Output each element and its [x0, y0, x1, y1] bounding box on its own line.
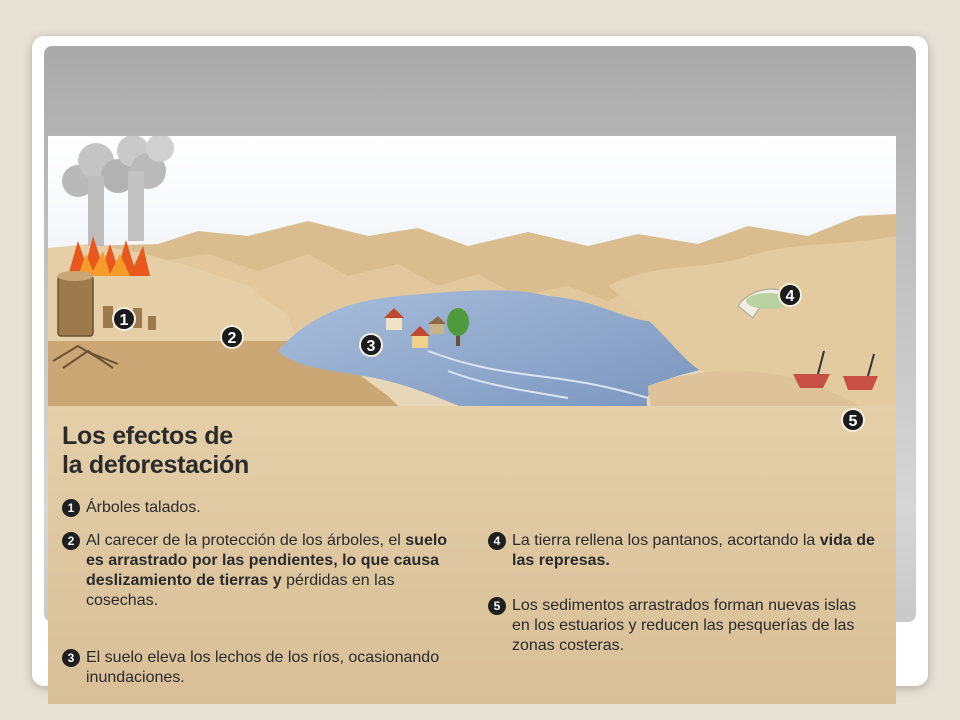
item-text-regular: Árboles talados.: [86, 499, 201, 516]
list-item-5: 5 Los sedimentos arrastrados forman nueva…: [488, 596, 878, 656]
item-text-bold: vida de las represas.: [512, 532, 875, 569]
item-text-regular: Los sedimentos arrastrados forman nuevas…: [512, 597, 857, 654]
item-text: Al carecer de la protección de los árbol…: [62, 531, 452, 611]
tree-stump: [57, 275, 94, 337]
tree-roots: [52, 344, 119, 369]
flooded-houses: [384, 308, 446, 348]
marker-3: 3: [359, 333, 383, 357]
item-text-regular: El suelo eleva los lechos de los ríos, o…: [86, 649, 440, 686]
fire: [68, 236, 150, 276]
item-number-badge: 1: [62, 499, 80, 517]
item-number-badge: 5: [488, 597, 506, 615]
item-text-regular: La tierra rellena los pantanos, acortand…: [512, 532, 820, 549]
item-text: El suelo eleva los lechos de los ríos, o…: [62, 648, 442, 688]
list-item-1: 1 Árboles talados.: [62, 498, 442, 518]
marker-4: 4: [778, 283, 802, 307]
infographic-title: Los efectos de la deforestación: [62, 422, 249, 480]
item-number-badge: 3: [62, 649, 80, 667]
item-text-bold: suelo es arrastrado por las pendientes, …: [86, 532, 448, 589]
marker-1: 1: [112, 307, 136, 331]
landscape-illustration: [48, 136, 896, 704]
smoke: [62, 136, 174, 246]
item-text-regular: Al carecer de la protección de los árbol…: [86, 532, 406, 549]
item-text: La tierra rellena los pantanos, acortand…: [488, 531, 878, 571]
water-flow-lines: [427, 350, 649, 399]
item-text-regular: pérdidas en las cosechas.: [86, 572, 395, 609]
marker-5: 5: [841, 408, 865, 432]
item-text: Los sedimentos arrastrados forman nuevas…: [488, 596, 878, 656]
flooded-tree: [447, 308, 469, 346]
item-text: Árboles talados.: [62, 498, 442, 518]
marker-2: 2: [220, 325, 244, 349]
list-item-2: 2 Al carecer de la protección de los árbo…: [62, 531, 452, 611]
deforestation-infographic: 1 2 3 4 5 Los efectos de la deforestació…: [48, 136, 896, 704]
ground-front: [48, 406, 896, 704]
item-number-badge: 2: [62, 532, 80, 550]
title-line-2: la deforestación: [62, 451, 249, 479]
list-item-4: 4 La tierra rellena los pantanos, acortan…: [488, 531, 878, 571]
list-item-3: 3 El suelo eleva los lechos de los ríos, …: [62, 648, 442, 688]
item-number-badge: 4: [488, 532, 506, 550]
sunken-boats: [793, 350, 878, 390]
title-line-1: Los efectos de: [62, 422, 233, 450]
